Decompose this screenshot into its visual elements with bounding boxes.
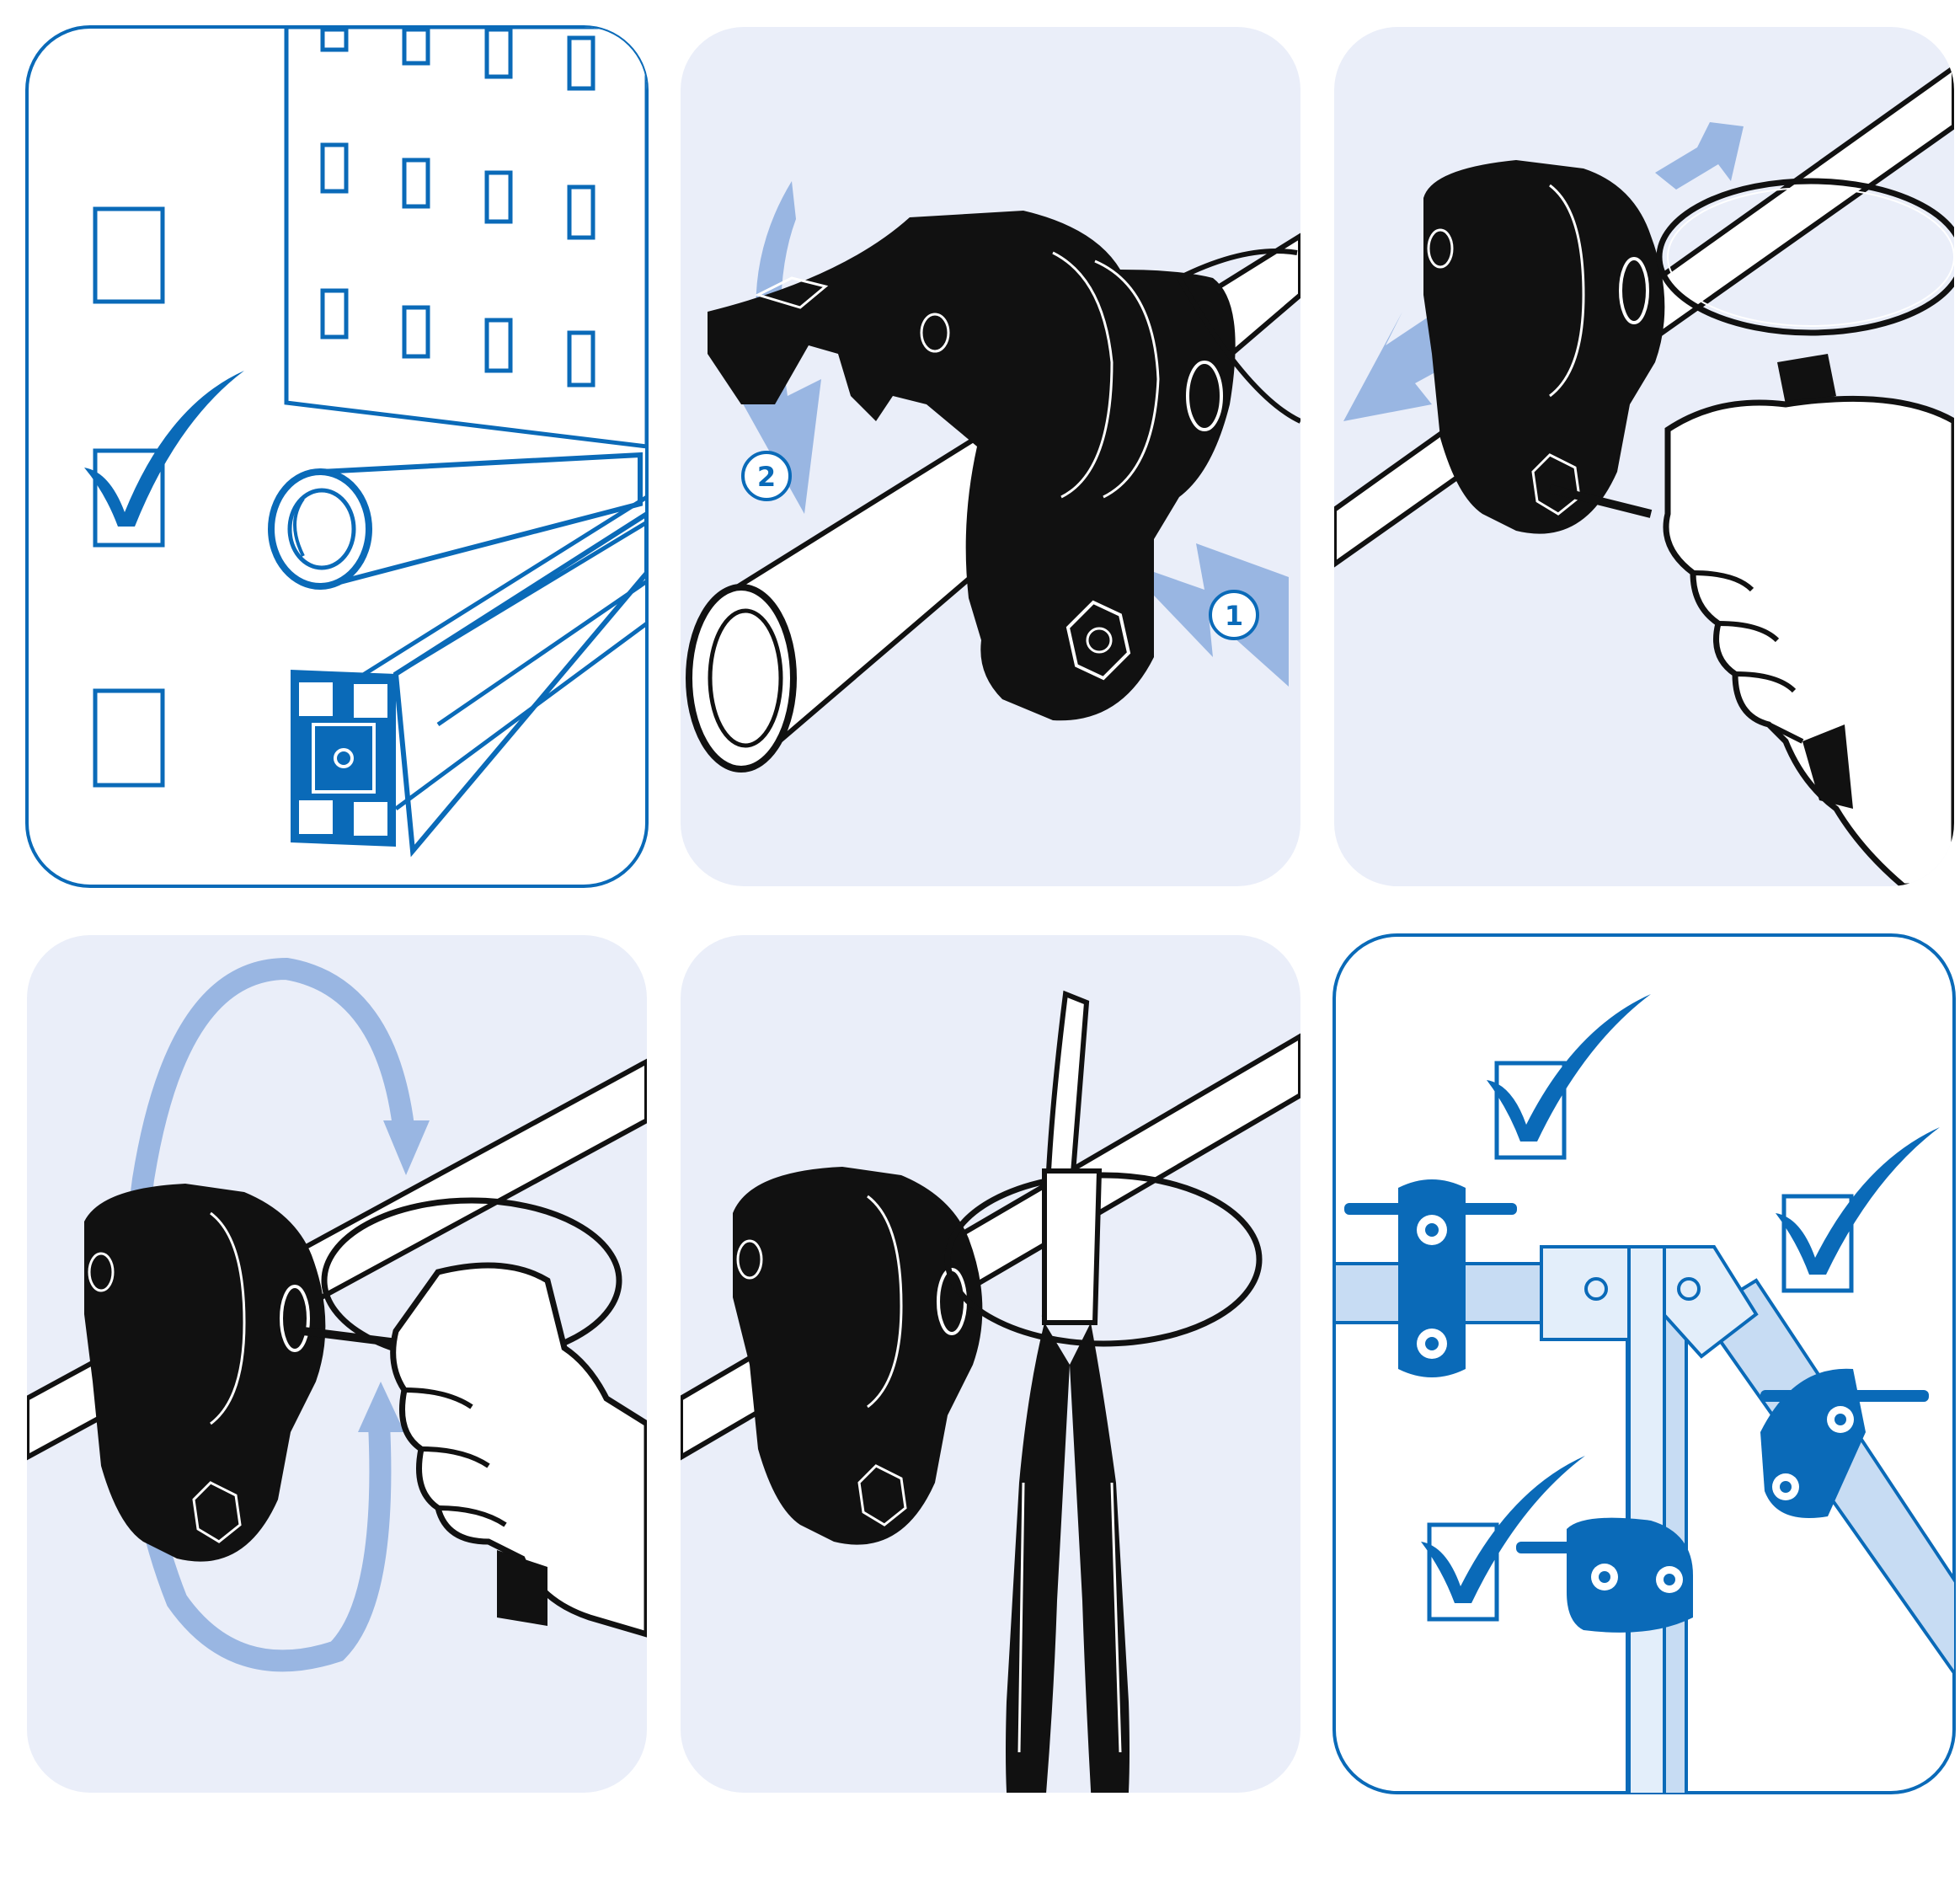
checkmark-icon [1487,994,1651,1141]
pegboard-icon [284,27,647,449]
panel-result-assembly [1332,933,1956,1794]
tube-clamp-blue-1 [1344,1179,1517,1377]
checkmark-icon [1776,1127,1940,1275]
step-number: 1 [1225,600,1243,632]
tube-clamp-icon [1423,160,1665,534]
step-number: 2 [757,461,776,493]
tube-clamp-icon [84,1184,326,1562]
hand-icon [1663,354,1954,886]
tube-clamp-blue-3 [1516,1517,1693,1633]
step-badge-2: 2 [741,451,792,501]
checkbox-icon [93,688,165,788]
tube-clamp-icon [733,1167,983,1545]
pliers-icon [1006,990,1130,1793]
panel-rotate-key [27,935,647,1793]
checkbox-icon [93,206,165,304]
panel-choose-profile [25,25,649,888]
arrow-icon [1120,543,1289,687]
panel-tighten-screw [1334,27,1954,886]
hand-icon [390,1262,647,1639]
tube-clamp-icon [708,211,1300,721]
hex-key-icon [1656,178,1954,336]
arrow-icon [1655,122,1744,190]
tube-clamp-blue-2 [1760,1368,1929,1518]
checkmark-icon [1421,1456,1585,1603]
checkmark-icon [84,371,244,527]
retaining-ring-icon [944,1172,1263,1347]
panel-remove-with-pliers [681,935,1300,1793]
aluminium-profile-icon [291,495,647,858]
step-badge-1: 1 [1209,590,1259,640]
panel-mount-clamp: 2 1 [681,27,1300,886]
round-tube-icon [268,452,643,590]
